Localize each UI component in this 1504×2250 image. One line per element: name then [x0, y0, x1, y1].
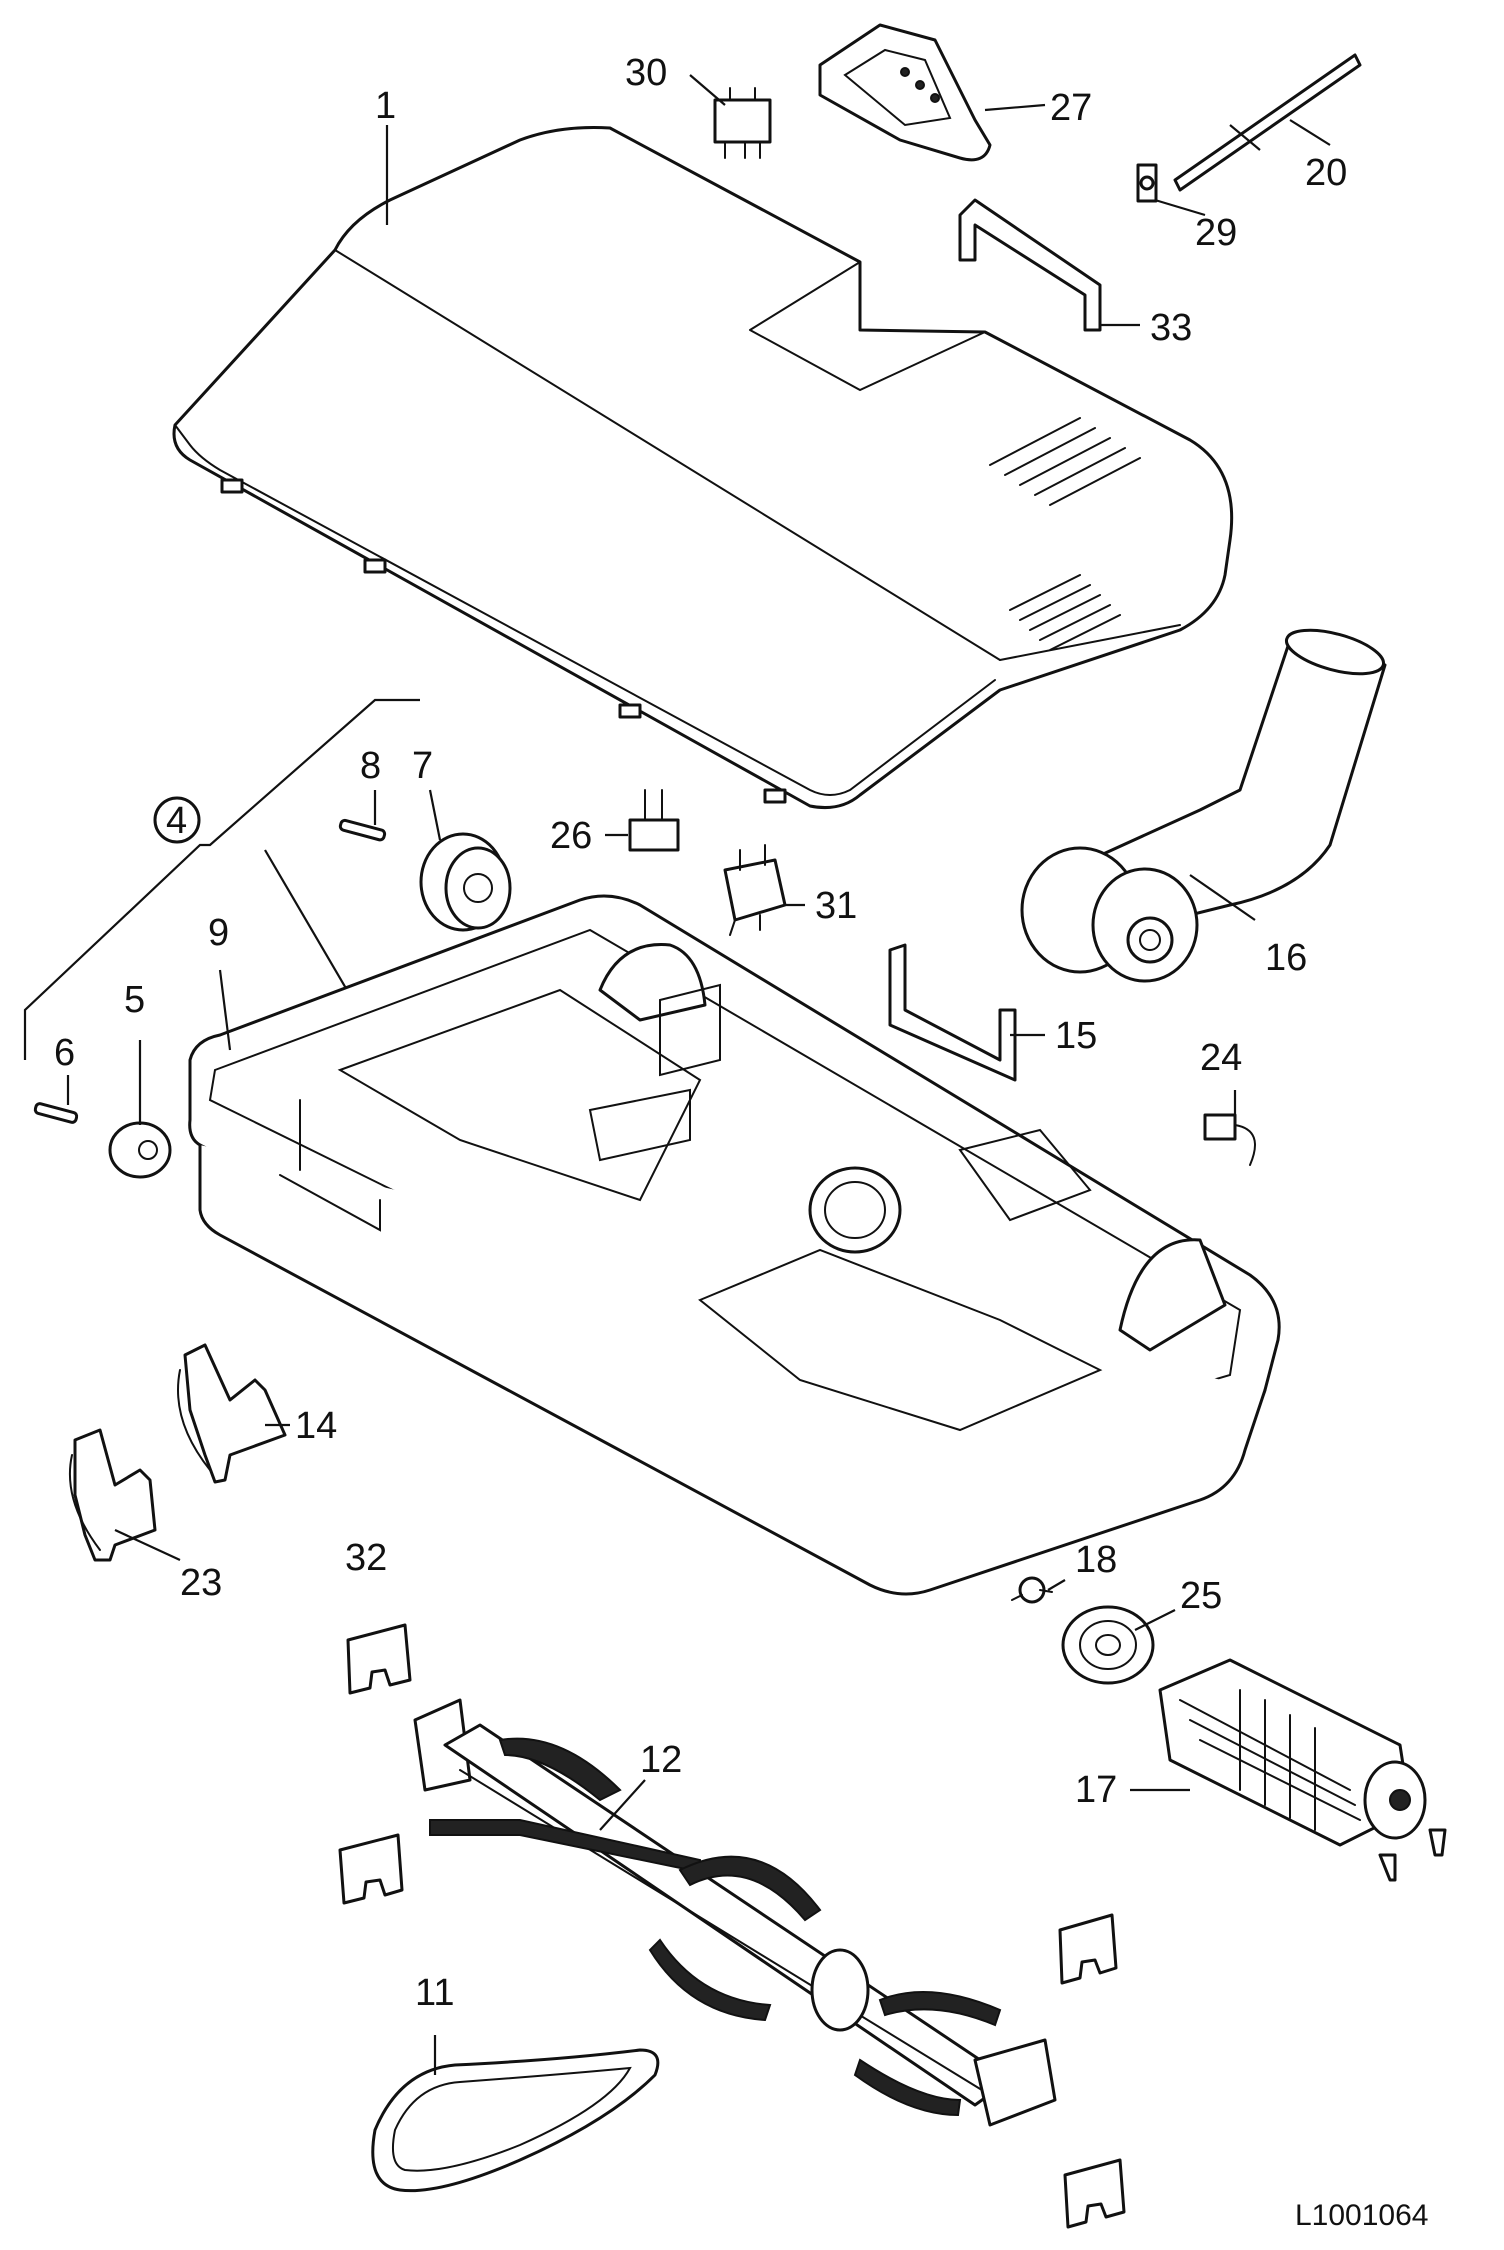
part-17-motor: [1158, 1658, 1447, 1882]
part-20-wire: [1173, 53, 1362, 192]
callout-14: 14: [295, 1405, 337, 1447]
part-23-clip: [68, 1428, 157, 1562]
part-32-block: [346, 1623, 412, 1695]
part-5-wheel: [108, 1121, 172, 1179]
part-32-block-copy: [338, 1833, 404, 1905]
part-33-bracket: [958, 198, 1102, 332]
part-6-pin: [33, 1102, 79, 1124]
callout-labels: 1 30 27 20 29 33 4 8 7 26 31 16 9 15 24 …: [54, 52, 1428, 2232]
callout-6: 6: [54, 1032, 75, 1074]
part-30-connector: [713, 87, 772, 159]
callout-25: 25: [1180, 1575, 1222, 1617]
callout-8: 8: [360, 745, 381, 787]
part-32-block-copy: [1058, 1913, 1118, 1985]
callout-5: 5: [124, 979, 145, 1021]
callout-29: 29: [1195, 212, 1237, 254]
callout-20: 20: [1305, 152, 1347, 194]
part-27-handle-socket: [818, 23, 992, 162]
part-7-wheel: [419, 832, 512, 932]
callout-16: 16: [1265, 937, 1307, 979]
part-16-hose-elbow: [1020, 628, 1387, 983]
part-18-screw: [1011, 1576, 1053, 1604]
callout-11: 11: [415, 1972, 454, 2014]
callout-33: 33: [1150, 307, 1192, 349]
callout-30: 30: [625, 52, 667, 94]
callout-23: 23: [180, 1562, 222, 1604]
callout-27: 27: [1050, 87, 1092, 129]
callout-26: 26: [550, 815, 592, 857]
callout-7: 7: [412, 745, 433, 787]
part-15-bracket: [888, 943, 1017, 1082]
callout-32: 32: [345, 1537, 387, 1579]
drawing-number: L1001064: [1295, 2199, 1428, 2232]
callout-9: 9: [208, 912, 229, 954]
callout-12: 12: [640, 1739, 682, 1781]
callout-24: 24: [1200, 1037, 1242, 1079]
part-31-switch: [723, 844, 787, 936]
part-11-belt: [371, 2048, 660, 2193]
part-12-brush-roll: [413, 1698, 1057, 2127]
part-14-clip: [177, 1343, 287, 1484]
part-1-hood-cover: [172, 126, 1234, 810]
leader-lines: [66, 74, 1331, 2075]
part-9-base-housing: [188, 894, 1281, 1596]
part-26-switch: [628, 789, 680, 852]
part-29-terminal: [1136, 163, 1158, 203]
part-24-clip: [1203, 1113, 1256, 1166]
callout-1: 1: [375, 85, 396, 127]
part-8-pin: [338, 818, 387, 842]
callout-15: 15: [1055, 1015, 1097, 1057]
part-32-block-copy: [1063, 2158, 1126, 2229]
callout-31: 31: [815, 885, 857, 927]
part-25-bearing: [1061, 1605, 1155, 1685]
callout-4: 4: [166, 800, 187, 842]
callout-17: 17: [1075, 1769, 1117, 1811]
callout-18: 18: [1075, 1539, 1117, 1581]
hood-vents-top: [989, 417, 1141, 506]
hood-vents-side: [1009, 574, 1121, 651]
